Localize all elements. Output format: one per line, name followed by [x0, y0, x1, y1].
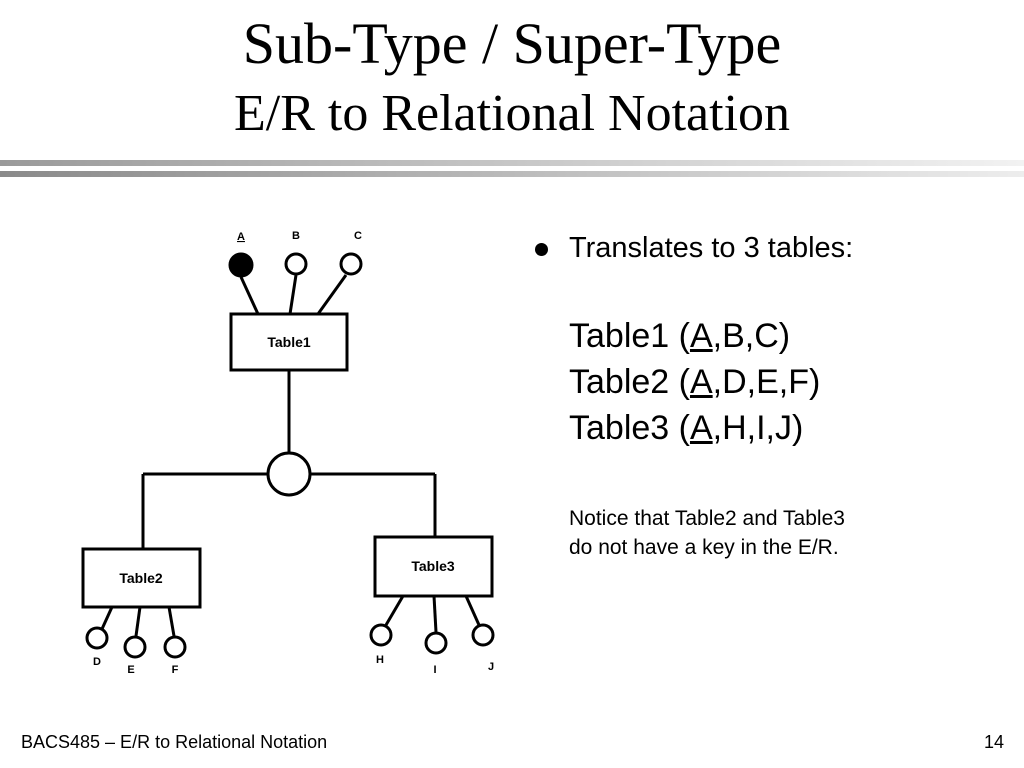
attribute-e-label: E — [127, 664, 134, 676]
attribute-h-circle — [369, 623, 393, 647]
entity-table3-box — [373, 535, 494, 598]
attribute-a-circle — [228, 252, 254, 278]
relation-attributes: ,D,E,F) — [712, 363, 821, 401]
relation-name: Table1 ( — [569, 317, 690, 355]
entity-table3-label: Table3 — [411, 558, 455, 574]
relational-tables: Table1 (A,B,C) Table2 (A,D,E,F) Table3 (… — [569, 313, 820, 451]
attribute-b-label: B — [292, 230, 300, 242]
link-table2-d — [100, 606, 114, 630]
note-line: do not have a key in the E/R. — [569, 536, 839, 559]
entity-table1-label: Table1 — [267, 334, 311, 350]
attribute-a-label: A — [237, 231, 245, 243]
attribute-j-circle — [471, 623, 495, 647]
bullet-dot — [535, 243, 548, 256]
attribute-h-label: H — [376, 654, 384, 666]
attribute-f-label: F — [172, 664, 179, 676]
footer-course: BACS485 – E/R to Relational Notation — [21, 732, 328, 752]
link-table3-i — [432, 595, 438, 633]
attribute-i-circle — [424, 631, 448, 655]
link-a-table1 — [239, 276, 260, 315]
relation-name: Table3 ( — [569, 409, 690, 447]
relation-key: A — [689, 409, 713, 447]
attribute-i-label: I — [433, 664, 436, 676]
attribute-c-label: C — [354, 230, 362, 242]
relation-table2: Table2 (A,D,E,F) — [569, 359, 820, 405]
attribute-f-circle — [163, 635, 187, 659]
link-c-table1 — [316, 274, 348, 315]
relation-table3: Table3 (A,H,I,J) — [569, 405, 820, 451]
attribute-e-circle — [123, 635, 147, 659]
attribute-d-circle — [85, 626, 109, 650]
slide-subtitle: E/R to Relational Notation — [233, 85, 791, 142]
link-table2-e — [134, 606, 142, 637]
attribute-c-circle — [339, 252, 363, 276]
subtype-circle — [266, 451, 312, 497]
page-number: 14 — [983, 732, 1004, 752]
relation-key: A — [689, 317, 713, 355]
entity-table2-box — [81, 547, 202, 609]
entity-table2-label: Table2 — [119, 570, 163, 586]
key-note: Notice that Table2 and Table3 do not hav… — [569, 504, 845, 562]
note-line: Notice that Table2 and Table3 — [569, 507, 845, 530]
link-table3-h — [384, 595, 405, 626]
link-table3-j — [464, 595, 481, 626]
relation-key: A — [689, 363, 713, 401]
divider-rule-bottom — [0, 171, 1024, 177]
bullet-text: Translates to 3 tables: — [569, 232, 854, 264]
entity-table1-box — [229, 312, 349, 372]
relation-attributes: ,B,C) — [712, 317, 791, 355]
slide-title: Sub-Type / Super-Type — [242, 11, 782, 76]
divider-rule-top — [0, 160, 1024, 166]
link-table2-f — [167, 606, 176, 637]
relation-name: Table2 ( — [569, 363, 690, 401]
link-b-table1 — [288, 274, 298, 315]
attribute-j-label: J — [488, 661, 494, 673]
attribute-b-circle — [284, 252, 308, 276]
relation-attributes: ,H,I,J) — [712, 409, 804, 447]
relation-table1: Table1 (A,B,C) — [569, 313, 820, 359]
attribute-d-label: D — [93, 656, 101, 668]
